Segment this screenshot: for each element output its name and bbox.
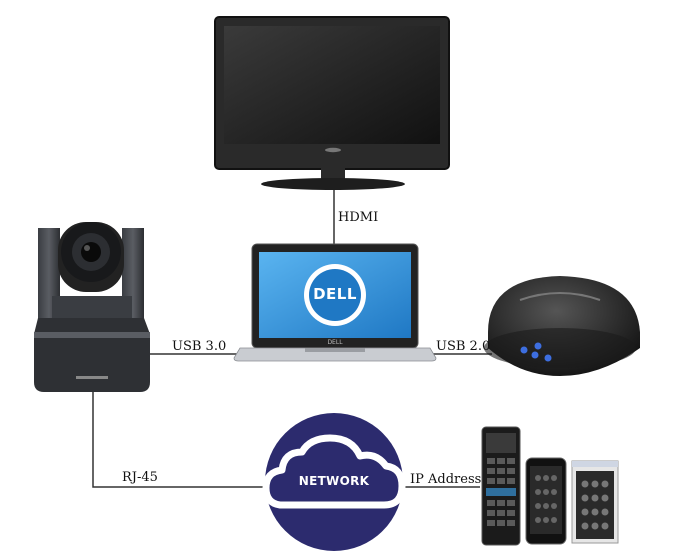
laptop bbox=[233, 243, 437, 362]
rj45-line bbox=[92, 392, 266, 488]
rj45-label: RJ-45 bbox=[122, 470, 158, 485]
tv-monitor bbox=[214, 16, 450, 190]
network-node bbox=[262, 413, 406, 551]
dell-logo-text: DELL bbox=[313, 285, 357, 303]
speakerphone bbox=[484, 276, 640, 376]
tablet-device bbox=[571, 460, 619, 544]
smartphone-device bbox=[525, 457, 567, 545]
ip-address-label: IP Address bbox=[410, 472, 482, 487]
control-devices bbox=[481, 426, 619, 546]
speaker-led-buttons bbox=[520, 342, 552, 362]
laptop-bezel-brand: DELL bbox=[327, 339, 343, 346]
cloud-icon bbox=[262, 434, 406, 509]
network-label: NETWORK bbox=[298, 474, 370, 488]
usb20-label: USB 2.0 bbox=[436, 339, 491, 354]
connection-lines bbox=[92, 188, 492, 488]
ptz-camera bbox=[34, 222, 150, 392]
hdmi-label: HDMI bbox=[338, 210, 379, 225]
usb30-label: USB 3.0 bbox=[172, 339, 227, 354]
remote-device bbox=[481, 426, 521, 546]
